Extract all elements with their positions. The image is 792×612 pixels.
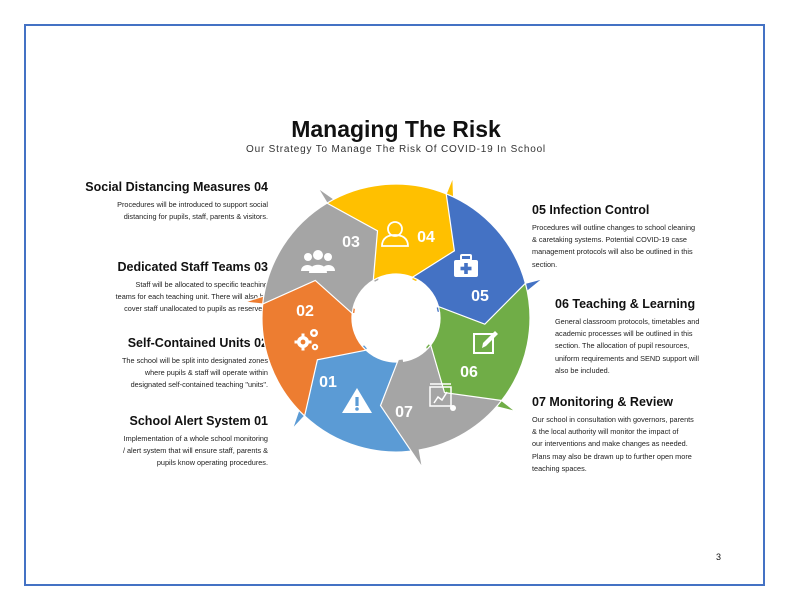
- segments-layer: [244, 176, 544, 469]
- numbers-layer: 01 02 03 04 05 06 07: [296, 229, 489, 421]
- item-heading: Self-Contained Units 02: [127, 336, 268, 350]
- gears-icon: [294, 329, 319, 351]
- item-heading: 07 Monitoring & Review: [532, 395, 673, 409]
- desc-line: also be included.: [555, 365, 610, 375]
- user-icon: [381, 221, 409, 247]
- desc-line: designated self-contained teaching "unit…: [130, 380, 268, 390]
- item-description: Procedures will be introduced to support…: [38, 199, 268, 223]
- item-heading: School Alert System 01: [129, 414, 268, 428]
- item-infection-control: 05 Infection Control Procedures will out…: [532, 203, 732, 271]
- edit-icon: [473, 331, 498, 354]
- desc-line: Implementation of a whole school monitor…: [123, 434, 268, 443]
- desc-line: Plans may also be drawn up to further op…: [532, 451, 692, 461]
- desc-line: & caretaking systems. Potential COVID-19…: [532, 235, 687, 245]
- desc-line: where pupils & staff will operate within: [144, 368, 268, 378]
- page-title: Managing The Risk: [291, 116, 501, 142]
- desc-line: management protocols will also be outlin…: [532, 247, 693, 257]
- desc-line: Procedures will be introduced to support…: [117, 200, 268, 209]
- desc-line: section.: [532, 259, 558, 269]
- segment-number-03: 03: [342, 234, 360, 251]
- item-description: General classroom protocols, timetables …: [555, 316, 745, 377]
- desc-line: General classroom protocols, timetables …: [555, 317, 700, 326]
- cycle-segment-03: [261, 187, 380, 315]
- desc-line: Staff will be allocated to specific teac…: [135, 280, 268, 289]
- desc-line: section. The allocation of pupil resourc…: [555, 341, 690, 351]
- item-monitoring-review: 07 Monitoring & Review Our school in con…: [532, 395, 737, 475]
- desc-line: teams for each teaching unit. There will…: [115, 292, 268, 302]
- desc-line: our interventions and make changes as ne…: [532, 439, 688, 449]
- cycle-segment-05: [411, 192, 544, 327]
- segment-number-04: 04: [417, 229, 435, 246]
- item-heading: Dedicated Staff Teams 03: [117, 260, 268, 274]
- item-description: Implementation of a whole school monitor…: [38, 433, 268, 470]
- item-social-distancing: Social Distancing Measures 04 Procedures…: [38, 180, 268, 223]
- item-description: Staff will be allocated to specific teac…: [38, 279, 268, 316]
- segment-number-07: 07: [395, 404, 413, 421]
- icons-layer: [294, 221, 498, 413]
- cycle-segment-06: [420, 282, 531, 413]
- item-heading: 06 Teaching & Learning: [555, 297, 696, 311]
- item-heading: 05 Infection Control: [532, 203, 650, 217]
- item-description: Our school in consultation with governor…: [532, 414, 737, 475]
- item-heading: Social Distancing Measures 04: [85, 180, 268, 194]
- desc-line: academic processes will be outlined in t…: [555, 329, 693, 339]
- item-teaching-learning: 06 Teaching & Learning General classroom…: [555, 297, 745, 377]
- desc-line: cover staff unallocated to pupils as res…: [124, 304, 268, 314]
- cycle-segment-04: [325, 176, 457, 289]
- desc-line: Procedures will outline changes to schoo…: [532, 223, 696, 232]
- desc-line: The school will be split into designated…: [121, 356, 268, 365]
- item-alert-system: School Alert System 01 Implementation of…: [38, 414, 268, 470]
- segment-number-01: 01: [319, 374, 337, 391]
- page-number: 3: [716, 552, 722, 562]
- presentation-icon: [429, 383, 456, 411]
- slide-frame: [24, 24, 765, 586]
- first-aid-kit-icon: [454, 254, 478, 277]
- desc-line: distancing for pupils, staff, parents & …: [123, 212, 268, 222]
- cycle-segment-02: [244, 278, 368, 418]
- item-description: Procedures will outline changes to schoo…: [532, 222, 732, 271]
- segment-number-06: 06: [460, 364, 478, 381]
- segment-number-05: 05: [471, 288, 489, 305]
- desc-line: pupils know operating procedures.: [156, 458, 268, 468]
- item-self-contained: Self-Contained Units 02 The school will …: [38, 336, 268, 392]
- item-staff-teams: Dedicated Staff Teams 03 Staff will be a…: [38, 260, 268, 316]
- cycle-center: [354, 276, 438, 360]
- desc-line: & the local authority will monitor the i…: [532, 427, 679, 437]
- desc-line: teaching spaces.: [532, 463, 587, 473]
- desc-line: / alert system that will ensure staff, p…: [122, 446, 268, 456]
- desc-line: uniform requirements and SEND support wi…: [555, 353, 699, 363]
- item-description: The school will be split into designated…: [38, 355, 268, 392]
- segment-number-02: 02: [296, 303, 314, 320]
- warning-icon: [342, 388, 372, 413]
- page-subtitle: Our Strategy To Manage The Risk Of COVID…: [246, 144, 546, 155]
- group-icon: [301, 250, 335, 273]
- desc-line: Our school in consultation with governor…: [532, 415, 694, 424]
